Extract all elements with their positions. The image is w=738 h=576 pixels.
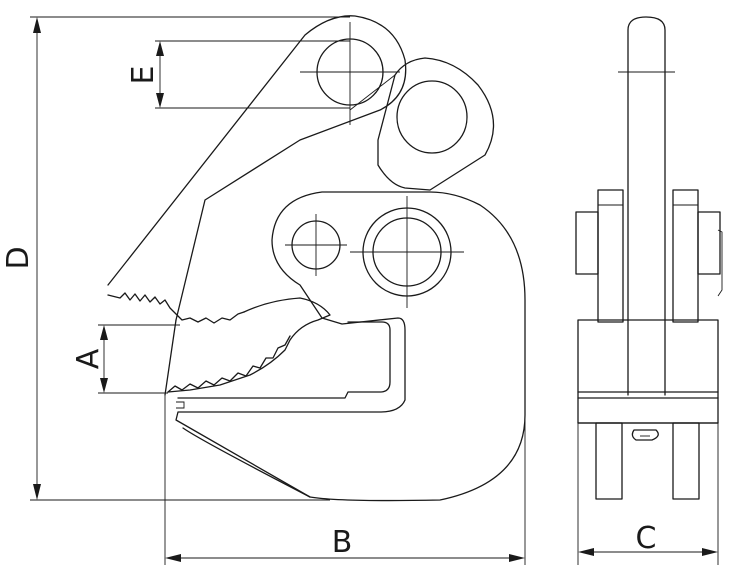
cam-body (167, 297, 331, 393)
dimension-label-b: B (332, 525, 353, 560)
dimension-b: B (165, 420, 526, 565)
rear-shackle (377, 57, 495, 191)
dimension-a: A (71, 324, 180, 394)
dimension-label-e: E (126, 66, 161, 85)
cam-teeth-upper (107, 292, 245, 324)
shackle-bar (627, 16, 666, 396)
clamp-body-outline (175, 191, 526, 502)
dimension-label-c: C (636, 521, 657, 556)
dimension-label-a: A (71, 348, 106, 369)
lifting-eye (107, 15, 407, 321)
cam-teeth-lower (167, 335, 291, 393)
dimension-label-d: D (1, 246, 36, 269)
clamp-side-view (107, 15, 526, 565)
clamp-front-view: C (575, 16, 723, 565)
dimension-d: D (1, 16, 350, 501)
jaw-slot (177, 321, 391, 399)
dimension-e: E (126, 40, 350, 109)
front-body-block (577, 319, 719, 424)
